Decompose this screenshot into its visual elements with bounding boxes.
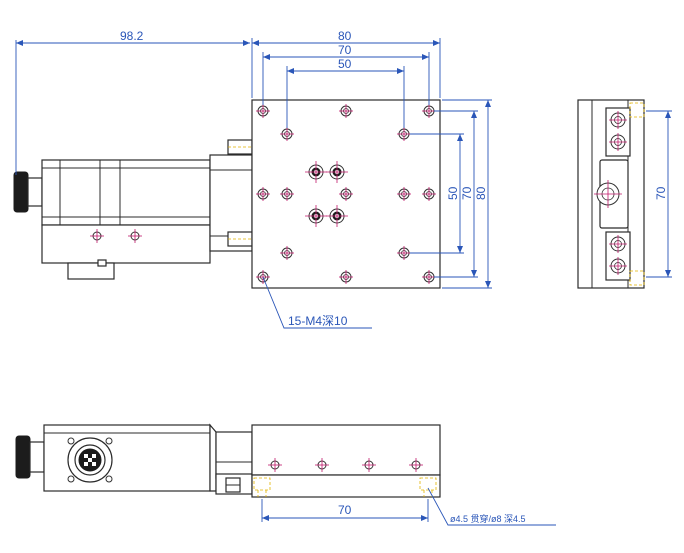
dim-hole-spacing-outer: 70: [338, 43, 352, 57]
dim-vertical-mid: 70: [460, 186, 474, 200]
motor-knob: [13, 171, 43, 213]
dimension-50-top: 50: [286, 57, 405, 128]
dim-table-width: 80: [338, 29, 352, 43]
side-view: 70: [577, 99, 672, 289]
tapped-hole-callout: 15-M4深10: [288, 314, 348, 328]
motor-body: [41, 159, 211, 226]
top-view: 15-M4深10 98.2 80 70: [13, 29, 492, 329]
dimension-80-top: 80: [251, 29, 441, 98]
dimension-70-top: 70: [262, 43, 430, 105]
dim-vertical-outer: 80: [474, 186, 488, 200]
dim-bottom-spacing: 70: [338, 503, 352, 517]
guide-rail: [209, 139, 253, 252]
cable-connector: [67, 259, 115, 280]
dim-overall-length: 98.2: [120, 29, 144, 43]
front-holes: [268, 458, 423, 472]
counterbored-bolts: [305, 161, 348, 227]
front-view: 70 ø4.5 贯穿/ø8 深4.5: [15, 423, 556, 526]
front-counterbores: [253, 477, 437, 497]
dim-hole-spacing-inner: 50: [338, 57, 352, 71]
dim-side-height: 70: [654, 186, 668, 200]
tapped-hole-leader: 15-M4深10: [262, 276, 372, 329]
mount-hole-callout: ø4.5 贯穿/ø8 深4.5: [450, 513, 526, 524]
coupling-housing: [41, 224, 211, 264]
dim-vertical-inner: 50: [446, 186, 460, 200]
dimension-vertical-set: 50 70 80: [410, 99, 492, 289]
dimension-98-2: 98.2: [15, 29, 250, 175]
